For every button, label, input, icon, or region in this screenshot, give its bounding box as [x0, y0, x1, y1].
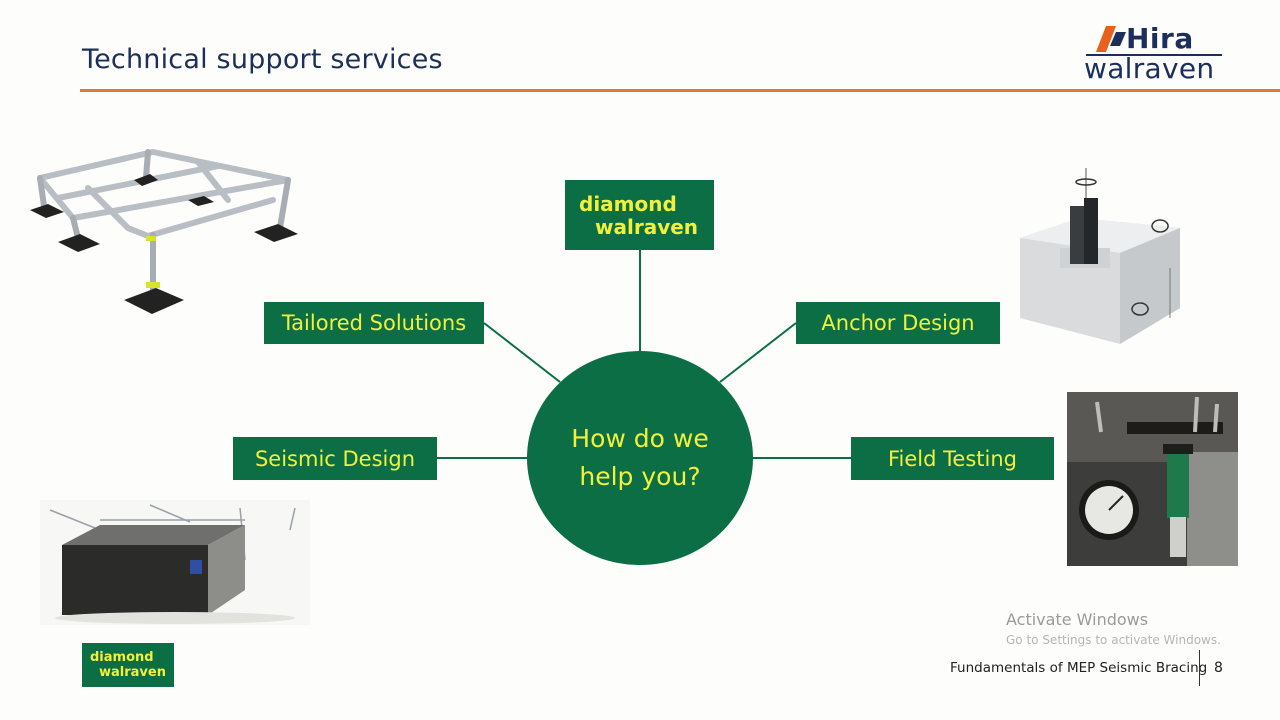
- page-number: 8: [1214, 660, 1223, 676]
- slide-title: Technical support services: [82, 44, 443, 75]
- watermark-line-2: Go to Settings to activate Windows.: [1006, 633, 1221, 647]
- service-tailored-solutions: Tailored Solutions: [264, 302, 484, 344]
- footer-badge-line-2: walraven: [99, 665, 166, 680]
- service-field-testing: Field Testing: [851, 437, 1054, 480]
- footer-divider: [1199, 650, 1200, 686]
- logo-rule: [1086, 54, 1222, 56]
- service-seismic-design: Seismic Design: [233, 437, 437, 480]
- footer-badge-line-1: diamond: [90, 650, 154, 665]
- diamond-walraven-badge: diamond walraven: [565, 180, 714, 250]
- connector-tailored: [483, 322, 561, 383]
- field-testing-image: [1067, 392, 1238, 566]
- service-anchor-design: Anchor Design: [796, 302, 1000, 344]
- badge-line-1: diamond: [579, 192, 677, 216]
- footer-course-title: Fundamentals of MEP Seismic Bracing: [950, 660, 1208, 676]
- logo-text-hira: Hira: [1126, 22, 1194, 55]
- watermark-line-1: Activate Windows: [1006, 610, 1149, 629]
- rooftop-frame-image: [30, 149, 298, 314]
- title-divider: [80, 89, 1280, 92]
- hira-walraven-logo: Hira walraven: [1082, 22, 1227, 85]
- anchor-design-image: [1020, 168, 1180, 344]
- connector-anchor: [719, 322, 797, 383]
- hub-line-1: How do we: [571, 424, 709, 453]
- hira-logo-mark-icon: [1096, 26, 1126, 52]
- badge-line-2: walraven: [595, 215, 699, 239]
- help-hub-circle: How do we help you?: [527, 351, 753, 565]
- activate-windows-watermark: Activate Windows Go to Settings to activ…: [1006, 610, 1221, 647]
- footer-diamond-walraven-badge: diamond walraven: [82, 643, 174, 687]
- hub-line-2: help you?: [579, 462, 701, 491]
- seismic-duct-image: [40, 500, 310, 625]
- logo-text-walraven: walraven: [1084, 52, 1215, 85]
